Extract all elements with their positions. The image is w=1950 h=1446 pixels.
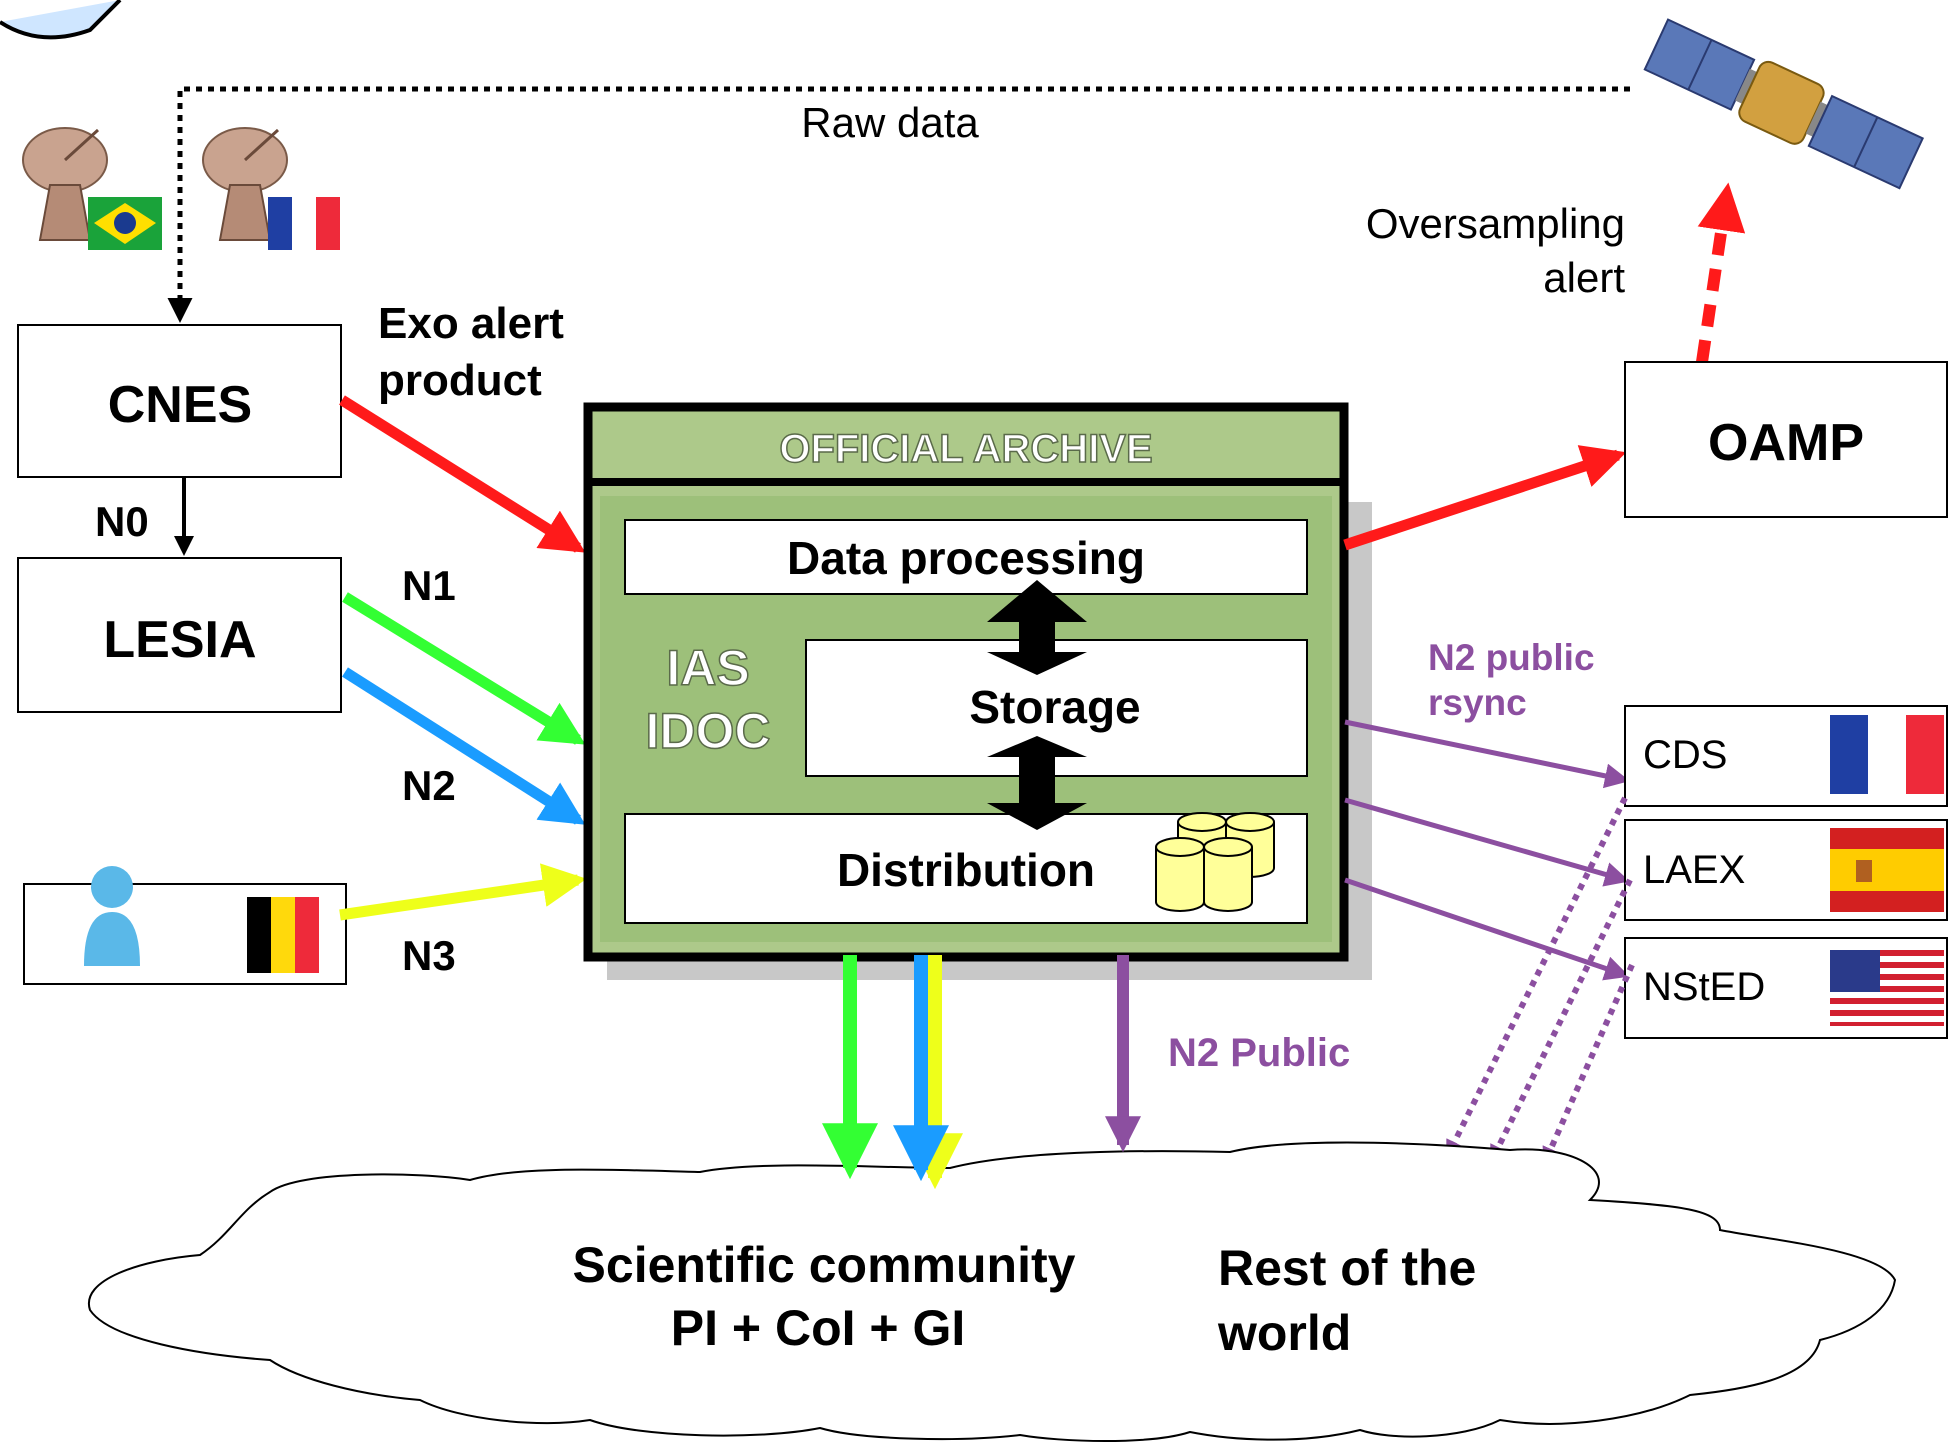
cds-label: CDS xyxy=(1643,733,1727,777)
rest-of-world-line1: Rest of the xyxy=(1218,1240,1476,1296)
spain-flag-icon xyxy=(1830,828,1944,912)
rsync-nsted-arrow xyxy=(1344,877,1630,981)
oversampling-arrow xyxy=(1696,182,1746,363)
oamp-label: OAMP xyxy=(1708,414,1864,472)
scientific-community-line2: PI + CoI + GI xyxy=(671,1300,966,1356)
raw-data-connector xyxy=(167,86,1630,323)
laex-label: LAEX xyxy=(1643,848,1745,892)
distribution-label: Distribution xyxy=(837,844,1095,896)
oamp-box xyxy=(1624,361,1948,518)
n2-label: N2 xyxy=(402,762,456,809)
laex-to-world-arrow xyxy=(1489,878,1633,1164)
data-processing-label: Data processing xyxy=(787,532,1145,584)
lesia-label: LESIA xyxy=(103,611,256,669)
cds-to-world-arrow xyxy=(1445,796,1628,1159)
nsted-to-world-arrow xyxy=(1542,963,1635,1166)
usa-flag-icon xyxy=(1830,950,1944,1026)
n1-arrow xyxy=(342,592,586,745)
oversampling-label-line1: Oversampling xyxy=(1366,200,1625,247)
brazil-flag-icon xyxy=(88,197,162,250)
rsync-cds-arrow xyxy=(1344,719,1630,789)
rsync-laex-arrow xyxy=(1344,797,1630,887)
france-flag-icon xyxy=(268,197,340,250)
n2-public-rsync-label-line1: N2 public xyxy=(1428,637,1595,678)
archive-org-line1: IAS xyxy=(666,640,749,696)
exo-alert-arrow xyxy=(339,395,586,553)
france-flag-icon xyxy=(1830,715,1944,794)
storage-distribution-arrow xyxy=(987,736,1087,830)
oversampling-label-line2: alert xyxy=(1543,254,1625,301)
database-icon xyxy=(1155,812,1275,912)
storage-label: Storage xyxy=(969,681,1140,733)
antenna-icon xyxy=(202,127,288,241)
archive-org-line2: IDOC xyxy=(646,703,771,759)
archive-title: OFFICIAL ARCHIVE xyxy=(779,427,1152,471)
nsted-label: NStED xyxy=(1643,965,1765,1009)
user-icon xyxy=(84,866,140,966)
cnes-label: CNES xyxy=(108,376,252,434)
belgium-flag-icon xyxy=(247,897,319,973)
satellite-icon xyxy=(1643,18,1925,190)
n1-label: N1 xyxy=(402,562,456,609)
n2-public-rsync-label-line2: rsync xyxy=(1428,682,1527,723)
n3-label: N3 xyxy=(402,932,456,979)
n2-public-label: N2 Public xyxy=(1168,1031,1350,1075)
exo-alert-label-line2: product xyxy=(378,356,542,405)
n0-label: N0 xyxy=(95,498,149,545)
oamp-arrow xyxy=(1343,445,1627,551)
scientific-community-line1: Scientific community xyxy=(573,1237,1076,1293)
community-cloud xyxy=(87,1141,1897,1442)
rest-of-world-line2: world xyxy=(1217,1305,1351,1361)
n3-arrow xyxy=(339,863,587,921)
lesia-box xyxy=(17,557,342,713)
cnes-box xyxy=(17,324,342,478)
processing-storage-arrow xyxy=(987,580,1087,675)
data-processing-box xyxy=(624,519,1308,595)
raw-data-label: Raw data xyxy=(801,99,979,146)
exo-alert-label-line1: Exo alert xyxy=(378,299,564,348)
n2-arrow xyxy=(342,667,586,825)
globe-icon xyxy=(0,0,122,40)
